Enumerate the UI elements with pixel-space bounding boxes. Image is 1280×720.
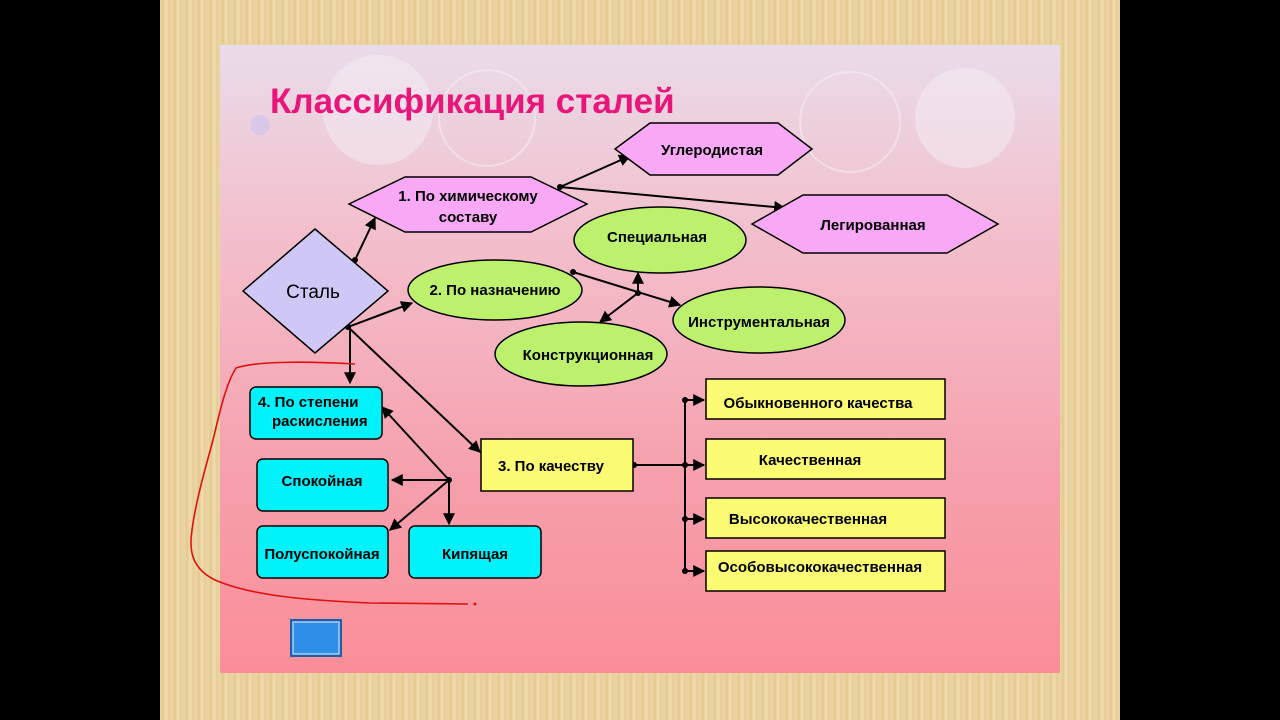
node-special-label: Специальная [607, 229, 707, 246]
node-structural-label: Конструкционная [523, 347, 654, 364]
node-ordinary-quality[interactable]: Обыкновенного качества [705, 378, 946, 420]
node-ordinary-label: Обыкновенного качества [724, 395, 914, 412]
decorative-circles [250, 55, 1015, 173]
node-tool[interactable]: Инструментальная [672, 286, 846, 354]
node-quality-label: 3. По качеству [498, 458, 605, 475]
node-special[interactable]: Специальная [573, 206, 747, 274]
node-extra-high-quality[interactable]: Особовысококачественная [705, 550, 946, 592]
node-steel-label: Сталь [286, 282, 340, 303]
node-chemical-label-2: составу [439, 209, 498, 226]
node-qualitative-label: Качественная [759, 452, 861, 469]
node-chemical-label-1: 1. По химическому [398, 188, 538, 205]
page-title: Классификация сталей [270, 82, 675, 121]
node-quality-steel[interactable]: Качественная [705, 438, 946, 480]
node-high-quality-label: Высококачественная [729, 511, 887, 528]
red-annotation-stroke [190, 361, 469, 605]
node-semi-killed-label: Полуспокойная [264, 546, 379, 563]
connectors [344, 154, 787, 577]
red-annotation-dot [473, 602, 477, 606]
node-carbon-label: Углеродистая [661, 142, 763, 159]
node-killed[interactable]: Спокойная [256, 458, 389, 512]
node-by-chemical-composition[interactable]: 1. По химическому составу [347, 176, 589, 233]
node-rimmed-label: Кипящая [442, 546, 508, 563]
node-steel[interactable]: Сталь [241, 228, 390, 354]
node-high-quality[interactable]: Высококачественная [705, 497, 946, 539]
node-purpose-label: 2. По назначению [429, 282, 560, 299]
node-carbon-steel[interactable]: Углеродистая [613, 122, 814, 176]
node-by-deoxidation[interactable]: 4. По степени раскисления [249, 386, 383, 440]
node-killed-label: Спокойная [282, 473, 363, 490]
node-semi-killed[interactable]: Полуспокойная [256, 525, 389, 579]
node-deoxidation-label-2: раскисления [272, 413, 368, 430]
node-rimmed[interactable]: Кипящая [408, 525, 542, 579]
node-by-purpose[interactable]: 2. По назначению [407, 259, 583, 321]
node-alloy-steel[interactable]: Легированная [750, 194, 1000, 254]
node-alloy-label: Легированная [820, 217, 925, 234]
node-by-quality[interactable]: 3. По качеству [480, 438, 634, 492]
node-structural[interactable]: Конструкционная [494, 321, 668, 387]
nav-button[interactable] [290, 619, 342, 657]
node-extra-high-label: Особовысококачественная [718, 559, 922, 576]
node-tool-label: Инструментальная [688, 314, 830, 331]
node-deoxidation-label-1: 4. По степени [258, 394, 359, 411]
